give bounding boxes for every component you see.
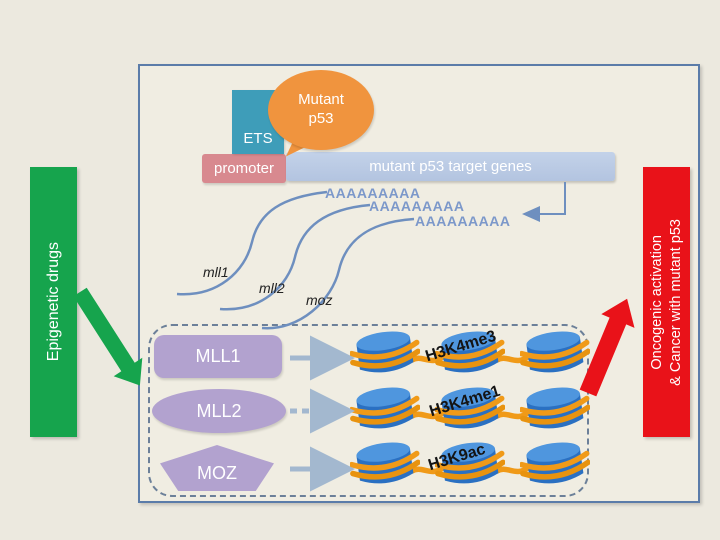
polya-tail-1: AAAAAAAAA: [325, 185, 421, 201]
promoter-label: promoter: [213, 160, 275, 177]
diagram-box: ETS Mutant p53 promoter mutant p53 targe…: [138, 64, 700, 503]
epigenetic-drugs-banner: Epigenetic drugs: [30, 167, 77, 437]
oncogenic-activation-banner: Oncogenic activation & Cancer with mutan…: [643, 167, 690, 437]
ets-label: ETS: [243, 130, 273, 147]
polya-tail-2: AAAAAAAAA: [369, 198, 465, 214]
promoter-box: promoter: [202, 154, 286, 183]
green-drug-arrow: [73, 287, 143, 386]
mll1-enzyme-shape: MLL1: [154, 335, 282, 378]
oncogenic-activation-line1: Oncogenic activation: [649, 234, 665, 370]
moz-transcript-label: moz: [306, 292, 333, 308]
mrna-curve-moz: [261, 217, 415, 330]
moz-enzyme-label: MOZ: [197, 462, 237, 483]
oncogenic-activation-line2: & Cancer with mutant p53: [668, 218, 684, 386]
mrna-curve-mll2: [219, 203, 371, 311]
mll2-enzyme-shape: MLL2: [152, 389, 286, 433]
target-genes-label: mutant p53 target genes: [369, 158, 532, 175]
transcription-elbow-arrow: [522, 182, 566, 222]
target-genes-box: mutant p53 target genes: [286, 152, 615, 181]
mutant-p53-line1: Mutant: [298, 91, 344, 109]
mll1-transcript-label: mll1: [203, 264, 229, 280]
mll2-enzyme-label: MLL2: [196, 400, 242, 421]
mutant-p53-line2: p53: [308, 110, 334, 127]
mll2-transcript-label: mll2: [259, 280, 285, 296]
polya-tail-3: AAAAAAAAA: [415, 213, 511, 229]
mll1-enzyme-label: MLL1: [195, 346, 241, 366]
epigenetic-drugs-label: Epigenetic drugs: [44, 242, 62, 362]
mutant-p53-bubble: Mutant p53: [268, 70, 374, 150]
mrna-curve-mll1: [176, 190, 328, 296]
